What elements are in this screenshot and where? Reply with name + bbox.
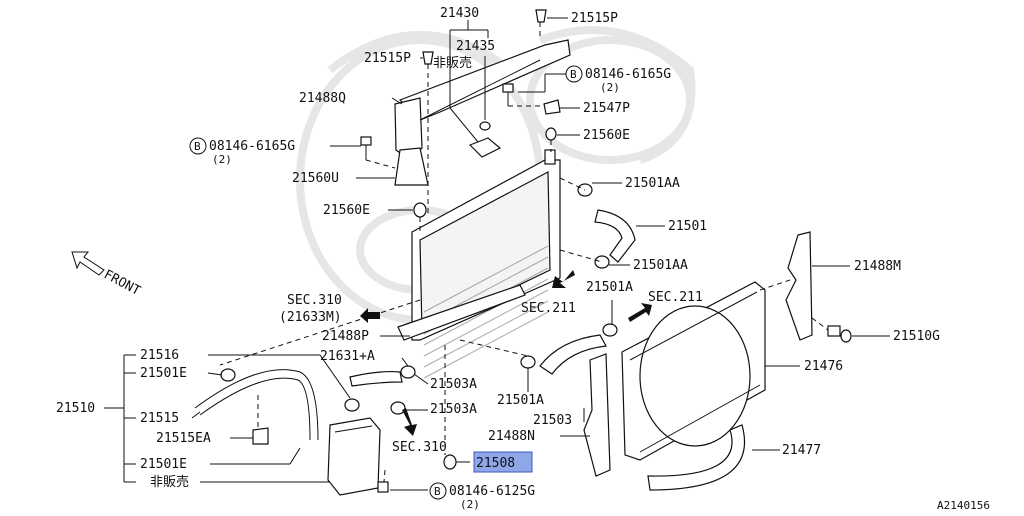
label-21501AA-upper[interactable]: 21501AA bbox=[625, 176, 680, 191]
fan-shroud-21476 bbox=[621, 281, 766, 461]
b-marker-text: B bbox=[570, 68, 577, 81]
radiator-core bbox=[397, 149, 561, 379]
label-21501A-lower[interactable]: 21501A bbox=[497, 393, 544, 408]
label-21510[interactable]: 21510 bbox=[56, 401, 95, 416]
clip-21515P-left bbox=[422, 51, 434, 65]
upper-hose-21501 bbox=[594, 209, 636, 263]
label-sec211-left[interactable]: SEC.211 bbox=[521, 301, 576, 316]
reservoir-tank-21510 bbox=[327, 398, 381, 496]
label-21488M[interactable]: 21488M bbox=[854, 259, 901, 274]
label-21503[interactable]: 21503 bbox=[533, 413, 572, 428]
b-marker-text: B bbox=[194, 140, 201, 153]
label-bolt-qty-upper: (2) bbox=[600, 81, 620, 94]
clip-21547P bbox=[543, 99, 561, 115]
label-21547P[interactable]: 21547P bbox=[583, 101, 630, 116]
label-21430[interactable]: 21430 bbox=[440, 6, 479, 21]
cap-21435 bbox=[468, 121, 502, 158]
label-21501A-right[interactable]: 21501A bbox=[586, 280, 633, 295]
label-21515[interactable]: 21515 bbox=[140, 411, 179, 426]
assembly-dashed-lines bbox=[219, 22, 829, 483]
arrow-sec310-lower bbox=[402, 408, 417, 436]
radiator-fin bbox=[423, 278, 549, 346]
front-arrow-icon bbox=[71, 251, 105, 276]
label-bolt-08146-6125G[interactable]: 08146-6125G bbox=[449, 484, 535, 499]
label-not-sold-1: 非販売 bbox=[433, 55, 472, 71]
label-21510G[interactable]: 21510G bbox=[893, 329, 940, 344]
label-21508[interactable]: 21508 bbox=[476, 456, 515, 471]
arrow-sec211-left bbox=[552, 270, 575, 288]
bracket-21560U bbox=[394, 147, 429, 186]
label-21501AA-lower[interactable]: 21501AA bbox=[633, 258, 688, 273]
label-21560E-top[interactable]: 21560E bbox=[583, 128, 630, 143]
radiator-fin bbox=[423, 245, 549, 313]
label-21477[interactable]: 21477 bbox=[782, 443, 821, 458]
bolt-08146-6125G bbox=[377, 481, 389, 493]
label-sec310-upper[interactable]: SEC.310 bbox=[287, 293, 342, 308]
label-21501[interactable]: 21501 bbox=[668, 219, 707, 234]
label-21515P-top[interactable]: 21515P bbox=[571, 11, 618, 26]
b-marker-1: B bbox=[565, 65, 583, 83]
label-21516[interactable]: 21516 bbox=[140, 348, 179, 363]
grommet-21560E-left bbox=[413, 202, 427, 218]
leader-lines bbox=[104, 17, 890, 491]
label-bolt-08146-6165G-upper[interactable]: 08146-6165G bbox=[585, 67, 671, 82]
hose-clamps bbox=[220, 183, 618, 415]
seal-21488M bbox=[785, 231, 813, 341]
bolt-21510G bbox=[827, 325, 852, 343]
grommet-21560E-top bbox=[545, 127, 557, 141]
label-21503A-lower[interactable]: 21503A bbox=[430, 402, 477, 417]
hose-21631A bbox=[349, 370, 403, 387]
diagram-id: A2140156 bbox=[937, 499, 990, 511]
label-bolt-qty-lower: (2) bbox=[460, 498, 480, 511]
label-bolt-qty-left: (2) bbox=[212, 153, 232, 166]
label-21435[interactable]: 21435 bbox=[456, 39, 495, 54]
label-sec310-upper-sub: (21633M) bbox=[279, 310, 342, 325]
label-21488P[interactable]: 21488P bbox=[322, 329, 369, 344]
label-21476[interactable]: 21476 bbox=[804, 359, 843, 374]
label-21488N[interactable]: 21488N bbox=[488, 429, 535, 444]
label-21560U[interactable]: 21560U bbox=[292, 171, 339, 186]
label-not-sold-2: 非販売 bbox=[150, 474, 189, 490]
arrow-sec310-upper bbox=[360, 308, 380, 323]
bolt-08146-6165G-upper bbox=[502, 83, 514, 106]
label-21501E-upper[interactable]: 21501E bbox=[140, 366, 187, 381]
label-bolt-08146-6165G-left[interactable]: 08146-6165G bbox=[209, 139, 295, 154]
label-sec211-right[interactable]: SEC.211 bbox=[648, 290, 703, 305]
seal-21488N bbox=[583, 353, 611, 477]
bracket-21515EA bbox=[252, 427, 269, 445]
label-21501E-lower[interactable]: 21501E bbox=[140, 457, 187, 472]
drain-21508 bbox=[443, 454, 457, 470]
label-21488Q[interactable]: 21488Q bbox=[299, 91, 346, 106]
b-marker-3: B bbox=[429, 482, 447, 500]
label-21503A-upper[interactable]: 21503A bbox=[430, 377, 477, 392]
clip-21515P-top bbox=[535, 9, 547, 23]
arrow-sec211-right bbox=[628, 303, 652, 322]
label-21515EA[interactable]: 21515EA bbox=[156, 431, 211, 446]
highlight-21508 bbox=[473, 451, 533, 473]
reservoir-hose-21515 bbox=[194, 369, 319, 441]
bolt-08146-6165G-left bbox=[360, 136, 372, 160]
label-21515P-left[interactable]: 21515P bbox=[364, 51, 411, 66]
lower-hose-21503 bbox=[539, 334, 607, 375]
shroud-lower-21477 bbox=[647, 424, 746, 491]
b-marker-2: B bbox=[189, 137, 207, 155]
label-front: FRONT bbox=[101, 267, 143, 299]
label-21631A[interactable]: 21631+A bbox=[320, 349, 375, 364]
label-21560E-left[interactable]: 21560E bbox=[323, 203, 370, 218]
label-sec310-lower[interactable]: SEC.310 bbox=[392, 440, 447, 455]
b-marker-text: B bbox=[434, 485, 441, 498]
